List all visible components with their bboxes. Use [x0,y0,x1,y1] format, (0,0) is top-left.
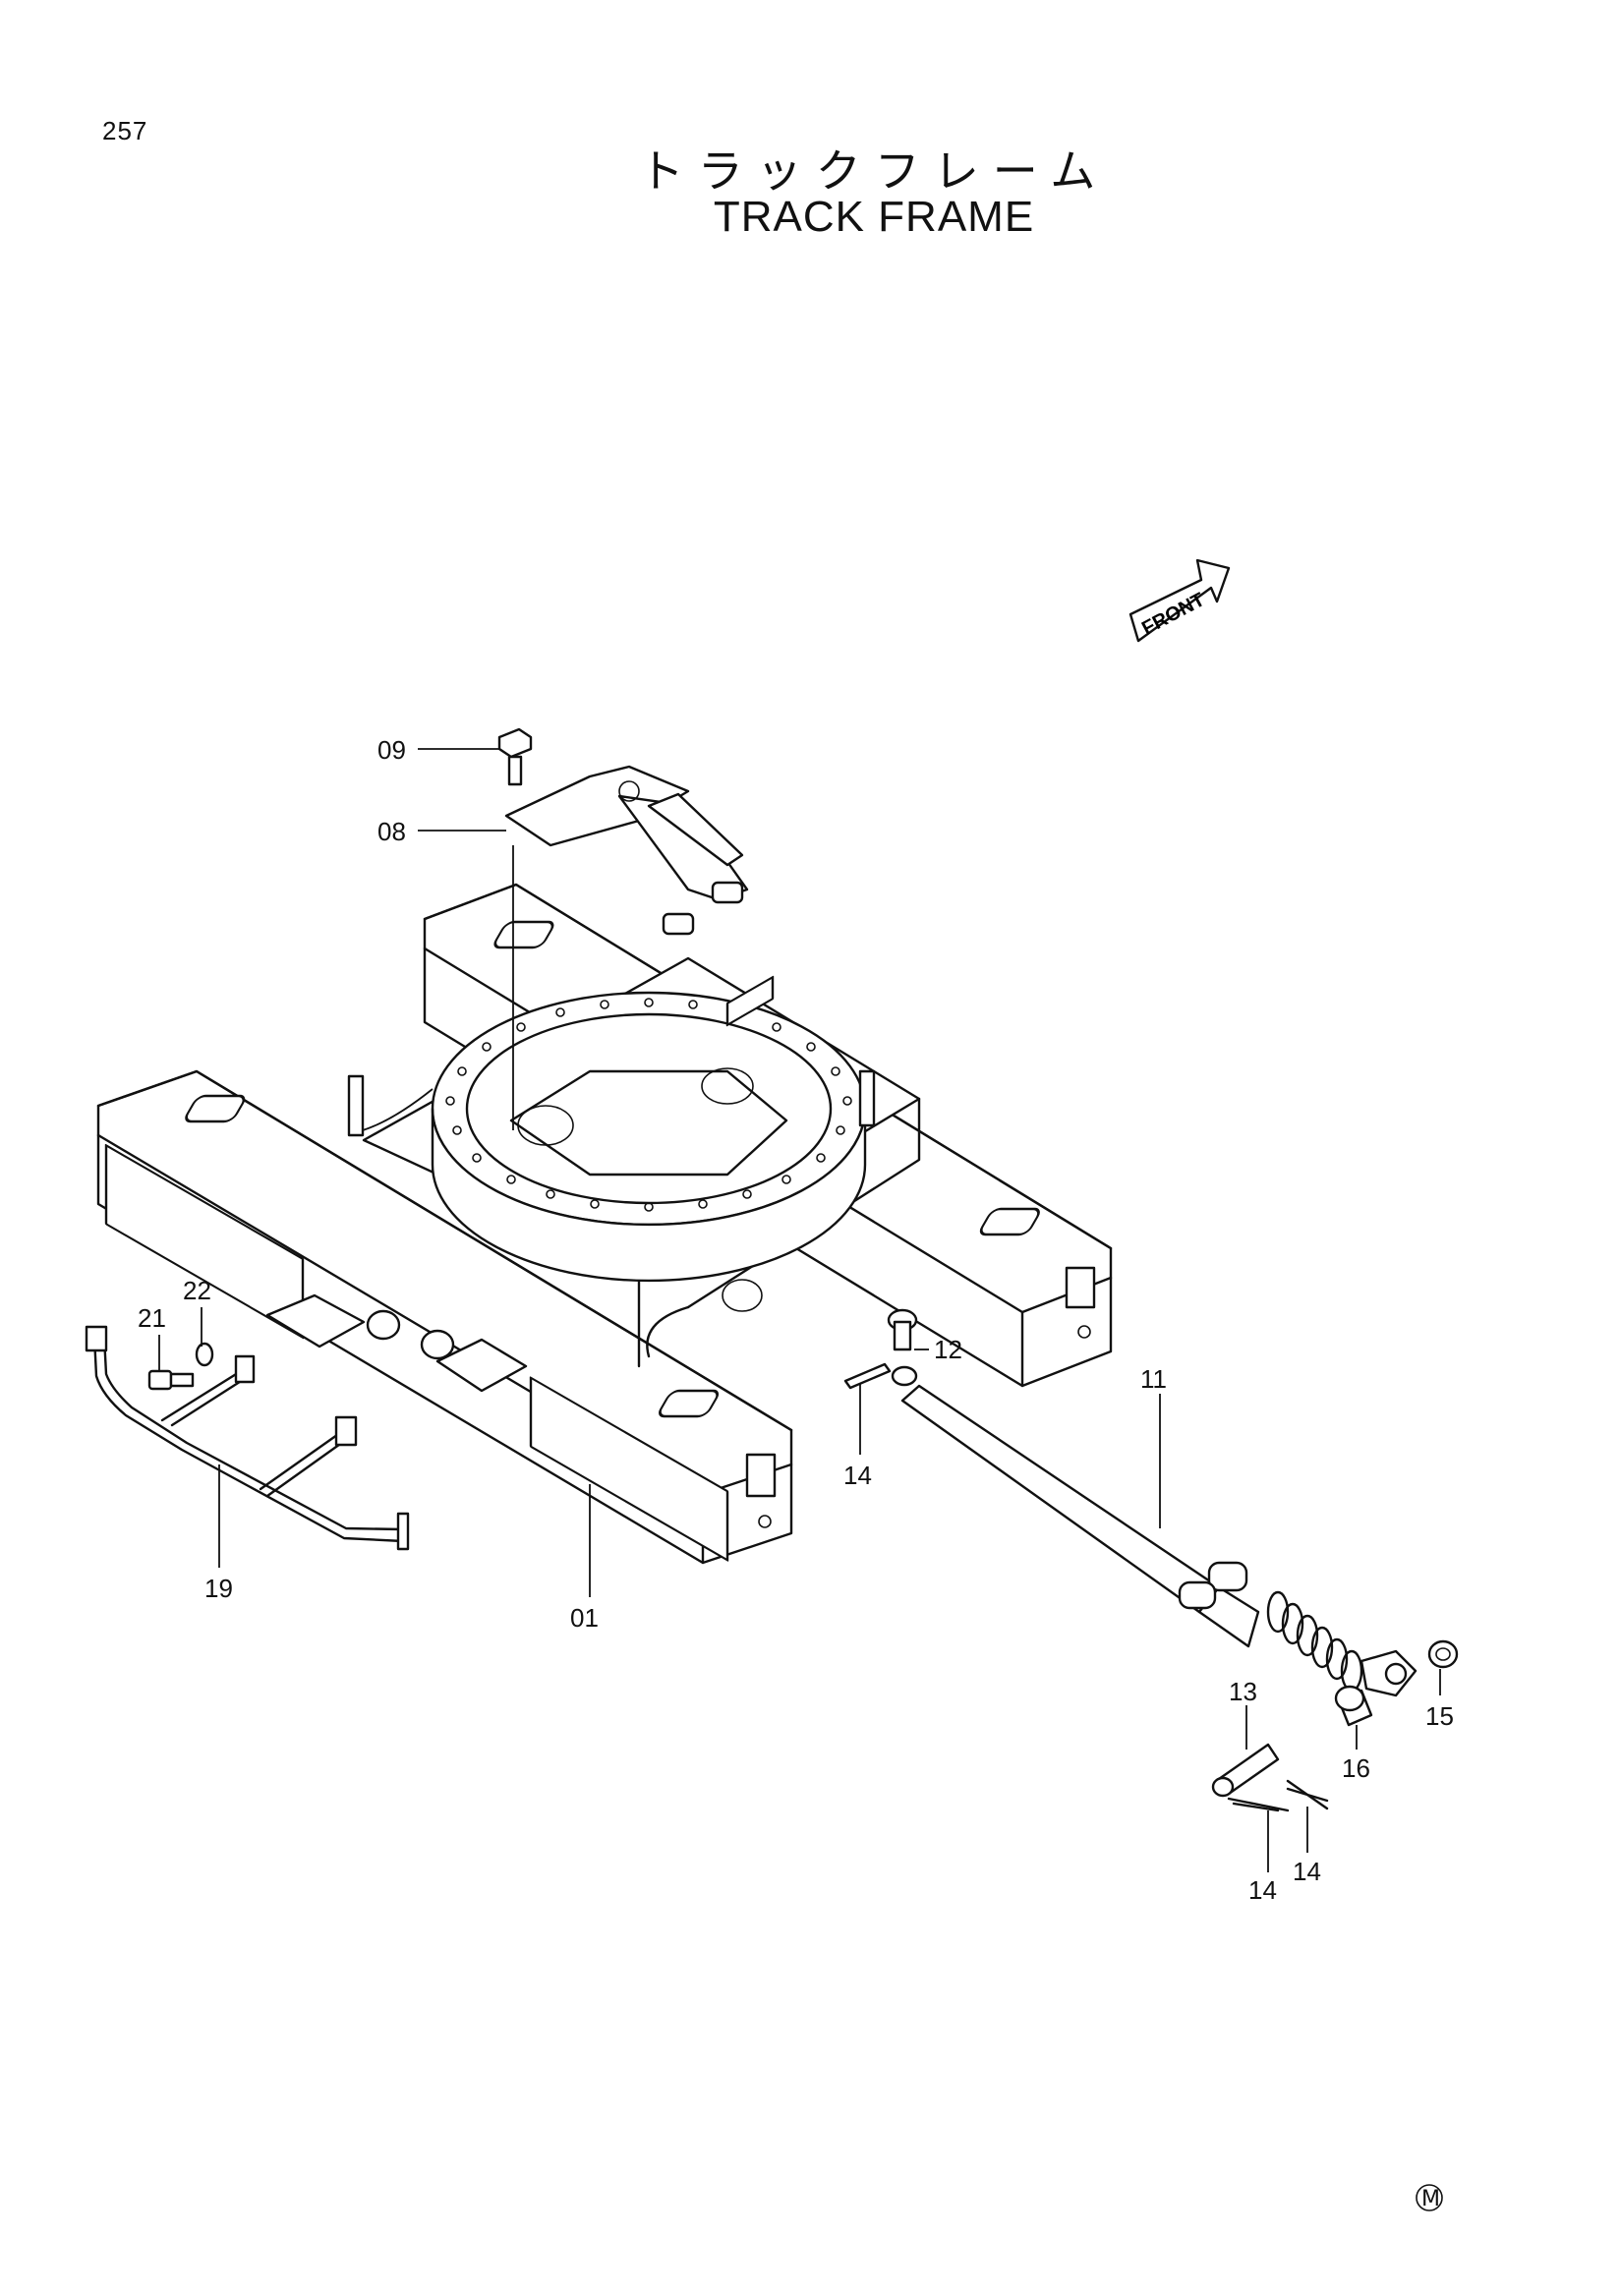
cotter-pin-part-14-upper [843,1362,892,1390]
track-frame-body [96,883,1113,1565]
callout-14-lower-right: 14 [1293,1857,1321,1886]
callout-13: 13 [1229,1677,1257,1706]
circled-m-mark: M [1416,2184,1443,2211]
page-title-japanese: トラックフレーム [638,144,1110,198]
bracket-part-08 [504,765,749,936]
guard-part-19 [85,1325,410,1551]
callout-08: 08 [377,817,406,846]
bushing-part-16 [1334,1685,1373,1727]
bolt-part-09 [497,727,533,786]
nut-part-15 [1427,1639,1459,1669]
callout-14-lower-left: 14 [1248,1875,1277,1905]
adjuster-cylinder-part-11 [891,1365,1418,1697]
cotter-pin-part-14-lower-left [1232,1802,1280,1812]
page-number: 257 [102,116,148,145]
callout-21: 21 [138,1303,166,1333]
callout-01: 01 [570,1603,599,1633]
bolt-part-21 [147,1369,195,1391]
callout-14-upper: 14 [843,1461,872,1490]
callout-22: 22 [183,1276,211,1305]
callout-16: 16 [1342,1753,1370,1783]
cotter-pin-part-14-lower-right [1286,1787,1329,1803]
callout-11: 11 [1140,1364,1167,1394]
front-arrow-icon: FRONT [1128,558,1231,643]
pin-part-13 [1211,1743,1329,1812]
washer-part-22 [195,1342,214,1367]
pin-part-12 [887,1308,918,1351]
callout-15: 15 [1425,1701,1454,1731]
callout-19: 19 [204,1574,233,1603]
callout-12: 12 [934,1335,962,1364]
page-title-english: TRACK FRAME [713,193,1035,241]
circled-m-mark-letter: M [1421,2187,1440,2211]
callout-09: 09 [377,735,406,765]
